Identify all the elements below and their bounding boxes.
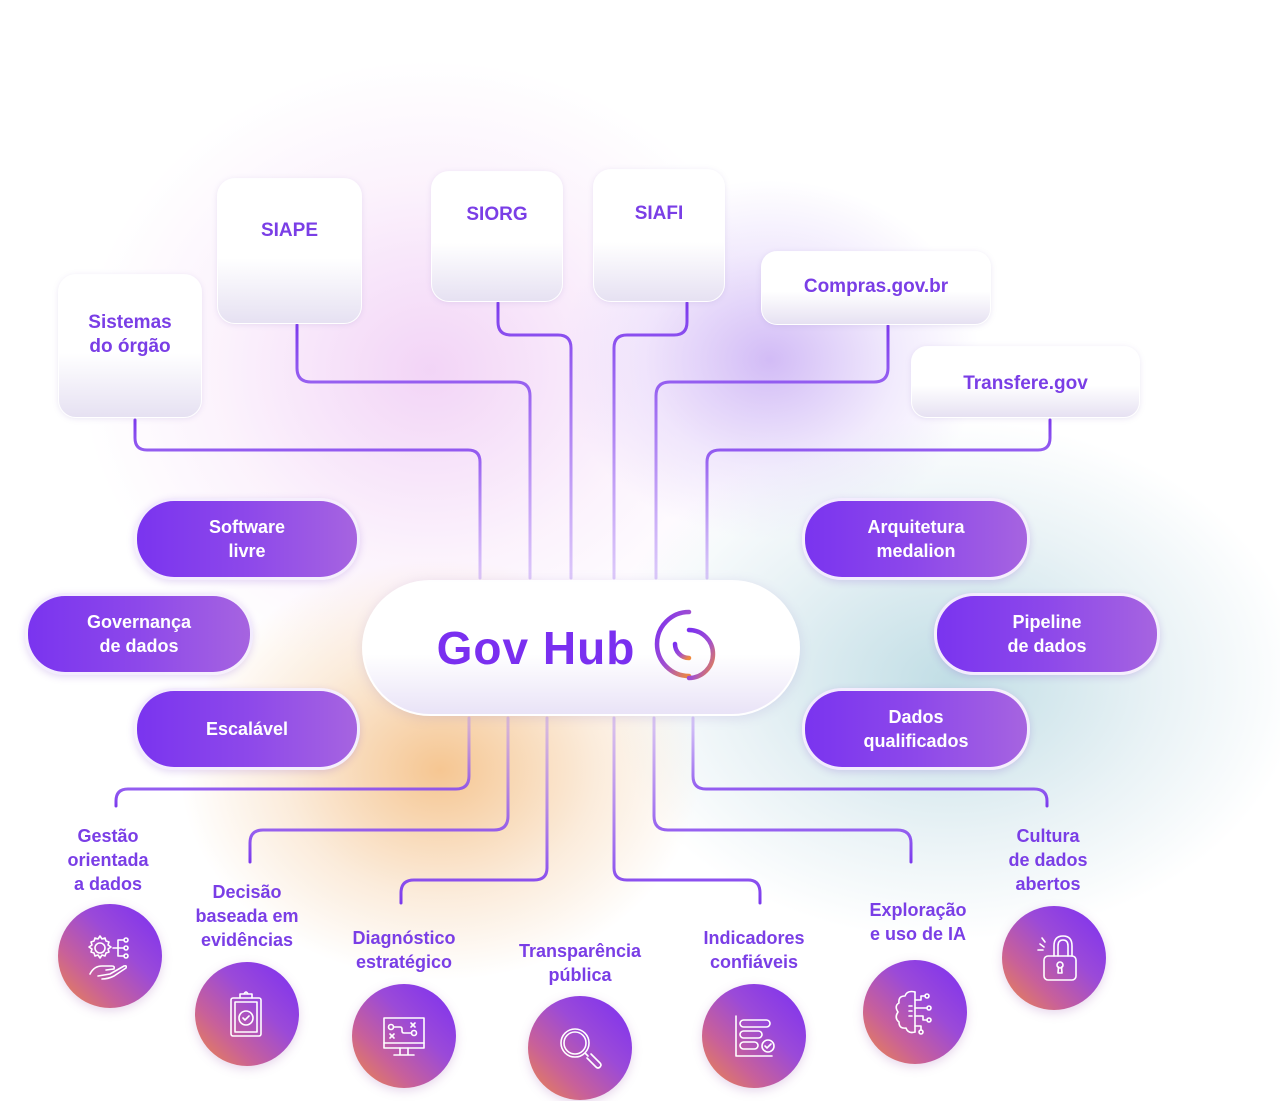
outcome-line1: Transparência [518,941,642,961]
feature-pill-pipeline-de-dados: Pipeline de dados [934,593,1160,675]
outcome-line2: e uso de IA [869,924,967,944]
source-card-siape: SIAPE [217,178,362,324]
outcome-label-gestao: Gestão orientada a dados [48,824,168,896]
pill-label-line2: medalion [876,541,956,561]
pill-label-line2: livre [228,541,266,561]
outcome-label-cultura: Cultura de dados abertos [988,824,1108,896]
outcome-label-indicadores: Indicadores confiáveis [686,926,822,974]
outcome-circle-decisao [195,962,299,1066]
outcome-line1: Indicadores [703,928,805,948]
connector-gestao [114,716,471,808]
pill-label-line1: Pipeline [1012,612,1082,632]
outcome-line2: orientada [67,850,149,870]
outcome-line1: Exploração [869,900,967,920]
pill-label-line1: Dados [888,707,944,727]
connector-indicadores [612,716,762,905]
gov-hub-center: Gov Hub [362,580,800,716]
open-padlock-icon [1037,935,1077,981]
monitor-strategy-icon [383,1017,425,1056]
source-card-siorg: SIORG [431,171,563,302]
outcome-line2: estratégico [355,952,453,972]
outcome-circle-cultura [1002,906,1106,1010]
feature-pill-software-livre: Software livre [134,498,360,580]
source-label: SIAPE [260,220,319,241]
pill-label-line1: Arquitetura [867,517,965,537]
pill-label-line1: Software [208,517,286,537]
source-card-compras-gov-br: Compras.gov.br [761,251,991,325]
gear-hand-network-icon [88,935,129,980]
outcome-line1: Gestão [77,826,139,846]
pill-label-line1: Governança [86,612,192,632]
source-label: Transfere.gov [963,373,1088,394]
outcome-circle-exploracao [863,960,967,1064]
outcome-label-transparencia: Transparência pública [500,939,660,987]
connector-cultura [691,716,1049,808]
pill-label-line2: de dados [99,636,179,656]
outcome-circle-diagnostico [352,984,456,1088]
ai-brain-circuit-icon [895,990,932,1035]
outcome-line1: Cultura [1016,826,1080,846]
connector-exploracao [652,716,913,864]
bar-chart-check-icon [735,1015,775,1057]
source-label: SIORG [466,204,528,225]
outcome-circle-indicadores [702,984,806,1088]
source-label: Compras.gov.br [803,276,949,297]
connector-decisao [248,716,510,864]
outcome-line3: a dados [73,874,143,894]
source-card-transfere-gov: Transfere.gov [911,346,1140,418]
feature-pill-dados-qualificados: Dados qualificados [802,688,1030,770]
pill-label: Escalável [205,719,289,739]
outcome-circle-transparencia [528,996,632,1100]
connector-diagnostico [399,716,549,905]
outcome-circle-gestao [58,904,162,1008]
source-label-line2: do órgão [89,336,171,357]
feature-pill-escalavel: Escalável [134,688,360,770]
source-label: SIAFI [634,203,684,224]
gov-hub-logo-icon [653,608,725,689]
connector-siorg [496,301,573,580]
outcome-label-decisao: Decisão baseada em evidências [180,880,314,952]
feature-pill-governanca-de-dados: Governança de dados [25,593,253,675]
outcome-label-diagnostico: Diagnóstico estratégico [336,926,472,974]
connector-sistemas [133,418,482,580]
outcome-line1: Diagnóstico [352,928,456,948]
clipboard-check-icon [230,991,262,1037]
outcome-label-exploracao: Exploração e uso de IA [850,898,986,946]
outcome-line2: confiáveis [709,952,799,972]
outcome-line1: Decisão [212,882,282,902]
hub-title: Gov Hub [436,622,636,674]
outcome-line2: pública [548,965,612,985]
source-label-line1: Sistemas [88,312,172,333]
feature-pill-arquitetura-medalion: Arquitetura medalion [802,498,1030,580]
connector-siape [295,323,532,580]
outcome-line3: evidências [200,930,294,950]
connector-compras [654,324,890,580]
pill-label-line2: qualificados [863,731,969,751]
outcome-line2: baseada em [195,906,299,926]
source-card-siafi: SIAFI [593,169,725,302]
connector-siafi [612,301,689,580]
connector-transfere [705,418,1052,580]
source-card-sistemas-do-orgao: Sistemas do órgão [58,274,202,418]
pill-label-line2: de dados [1007,636,1087,656]
outcome-line3: abertos [1015,874,1081,894]
magnifier-icon [560,1028,602,1069]
outcome-line2: de dados [1008,850,1088,870]
